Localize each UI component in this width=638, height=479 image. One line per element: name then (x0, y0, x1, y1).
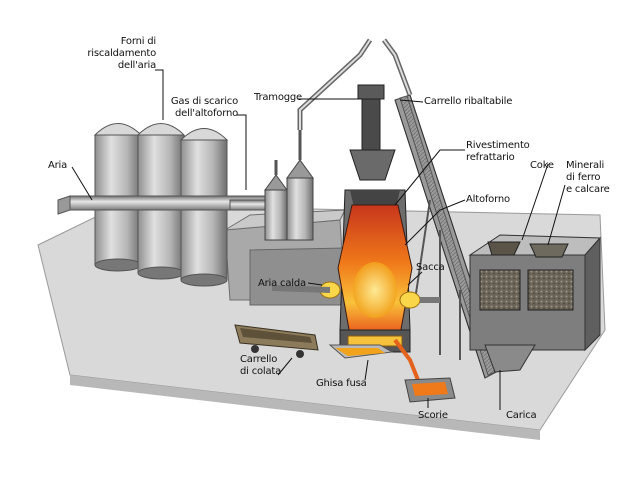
gas-cleaners (264, 130, 314, 241)
label-rivestimento: Rivestimento refrattario (466, 140, 530, 163)
blast-furnace (271, 189, 440, 353)
label-carica: Carica (506, 410, 537, 421)
label-carrello-ribaltabile: Carrello ribaltabile (424, 96, 513, 107)
leader-lines (71, 69, 566, 410)
label-gas-scarico: Gas di scarico dell'altoforno (170, 96, 238, 119)
runners (328, 338, 456, 403)
label-aria: Aria (48, 160, 68, 171)
label-scorie: Scorie (418, 410, 448, 421)
label-coke: Coke (530, 160, 554, 171)
conveyor-supports (414, 199, 461, 360)
ladle-car (234, 324, 319, 358)
label-forni: Forni di riscaldamento dell'aria (87, 36, 156, 71)
label-altoforno: Altoforno (466, 194, 510, 205)
air-pipe (57, 195, 291, 215)
charge-bins (468, 234, 602, 373)
label-aria-calda: Aria calda (258, 278, 306, 289)
hopper-tower (349, 84, 396, 181)
label-sacca: Sacca (416, 262, 445, 273)
label-carrello-colata: Carrello di colata (240, 354, 282, 377)
gas-return-pipes (297, 38, 413, 130)
label-tramogge: Tramogge (254, 92, 302, 103)
label-minerali: Minerali di ferro e calcare (566, 160, 610, 195)
label-ghisa-fusa: Ghisa fusa (316, 378, 367, 389)
